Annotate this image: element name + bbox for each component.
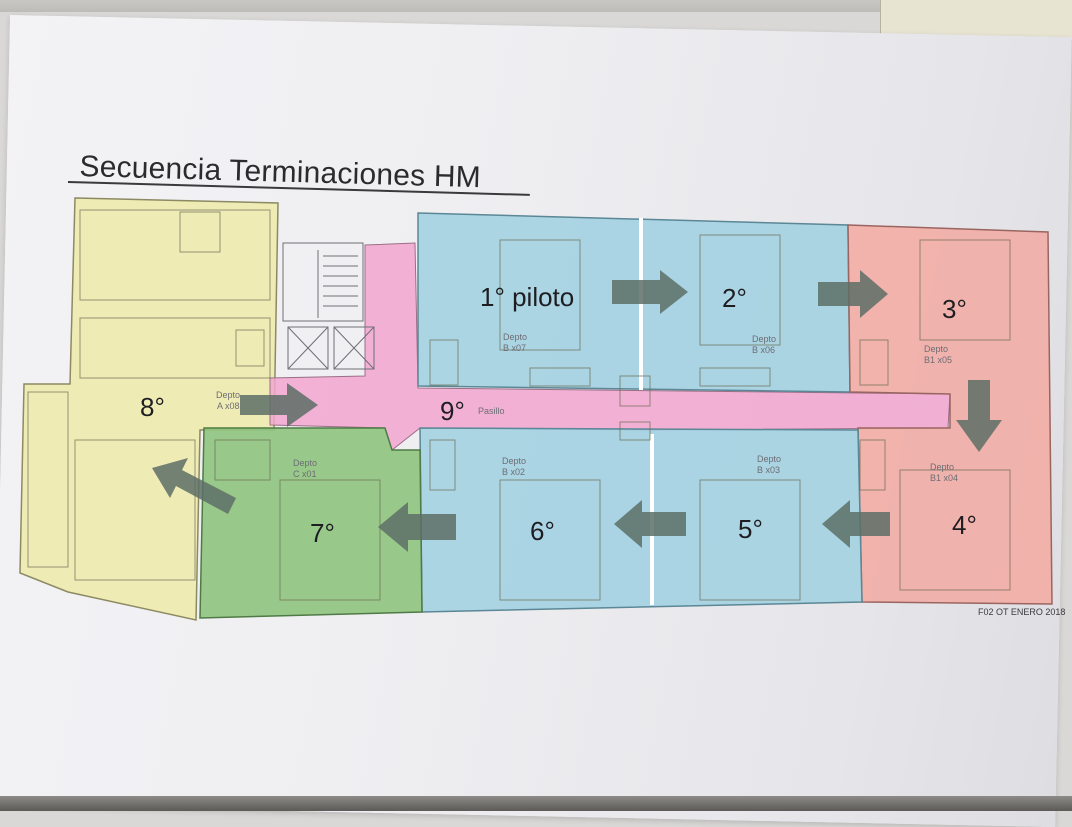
wall-top [0,0,1072,12]
zone-labels: 1° piloto 2° 3° 4° 5° 6° 7° 8° 9° [140,282,977,548]
unit-code-b1-x05: B1 x05 [924,355,952,365]
zone-label-8: 8° [140,392,165,422]
unit-code-c-x01: C x01 [293,469,317,479]
zone-label-2: 2° [722,283,747,313]
unit-code-b-x03: B x03 [757,465,780,475]
arrow-icon [152,270,1002,552]
unit-name-b-x07: Depto [503,332,527,342]
corridor-label: Pasillo [478,406,505,416]
zone-label-1: 1° piloto [480,282,574,312]
unit-name-b-x02: Depto [502,456,526,466]
unit-name-b-x06: Depto [752,334,776,344]
unit-code-b-x06: B x06 [752,345,775,355]
unit-name-b1-x05: Depto [924,344,948,354]
unit-code-a-x08: A x08 [217,401,240,411]
zone-label-6: 6° [530,516,555,546]
zone-label-3: 3° [942,294,967,324]
zone-label-4: 4° [952,510,977,540]
unit-name-b1-x04: Depto [930,462,954,472]
zone-label-7: 7° [310,518,335,548]
unit-name-c-x01: Depto [293,458,317,468]
unit-code-b1-x04: B1 x04 [930,473,958,483]
unit-name-a-x08: Depto [216,390,240,400]
unit-code-b-x07: B x07 [503,343,526,353]
zone-label-5: 5° [738,514,763,544]
zone-yellow [19,197,279,621]
zone-label-9: 9° [440,396,465,426]
stair-core [282,242,375,370]
table-edge [0,796,1072,811]
zone-green [199,427,423,619]
unit-labels: Pasillo Depto A x08 Depto B x07 Depto B … [216,332,958,483]
unit-code-b-x02: B x02 [502,467,525,477]
document-code: F02 OT ENERO 2018 [978,607,1066,617]
plan-linework [27,209,1011,601]
zone-red [847,224,1053,605]
unit-name-b-x03: Depto [757,454,781,464]
